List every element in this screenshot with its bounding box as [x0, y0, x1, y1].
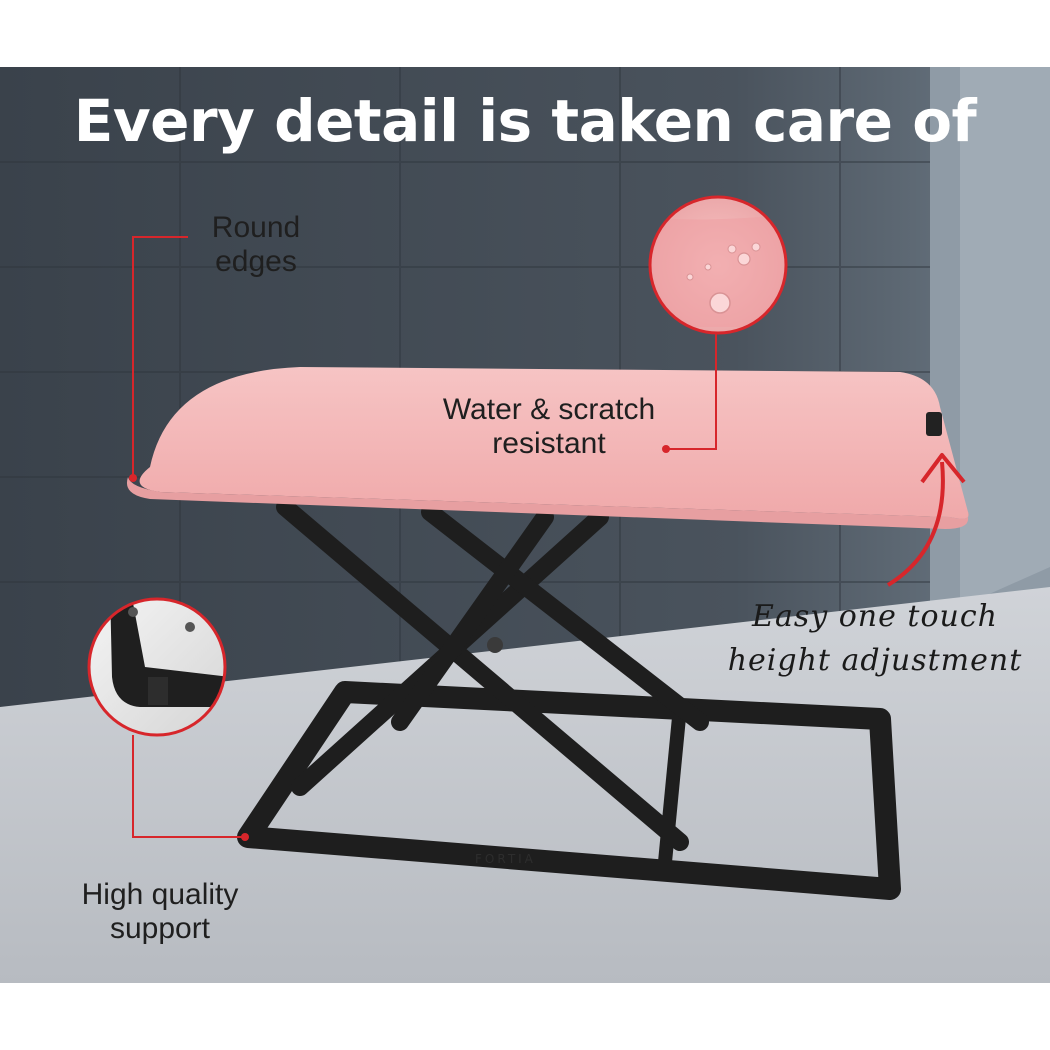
callout-round-edges-line1: Round [211, 211, 301, 244]
brand-mark: FORTIA [475, 852, 536, 866]
product-scene: Every detail is taken care of Round edge… [0, 67, 1050, 983]
water-droplets-inset [648, 195, 788, 335]
callout-water-scratch-line2: resistant [492, 427, 606, 460]
callout-round-edges: Round edges [186, 211, 326, 279]
callout-water-scratch: Water & scratch resistant [404, 393, 694, 461]
callout-support-line2: support [109, 912, 211, 945]
callout-one-touch-line1: Easy one touch [752, 599, 998, 634]
callout-one-touch-line2: height adjustment [727, 643, 1023, 678]
headline: Every detail is taken care of [73, 87, 977, 155]
callout-water-scratch-line1: Water & scratch [442, 393, 656, 426]
scene-illustration [0, 67, 1050, 983]
callout-round-edges-line2: edges [215, 245, 297, 278]
frame-corner-inset [87, 597, 227, 737]
callout-one-touch: Easy one touch height adjustment [715, 595, 1035, 683]
curved-arrow-icon [886, 453, 966, 587]
callout-support: High quality support [50, 878, 270, 946]
callout-support-line1: High quality [81, 878, 239, 911]
